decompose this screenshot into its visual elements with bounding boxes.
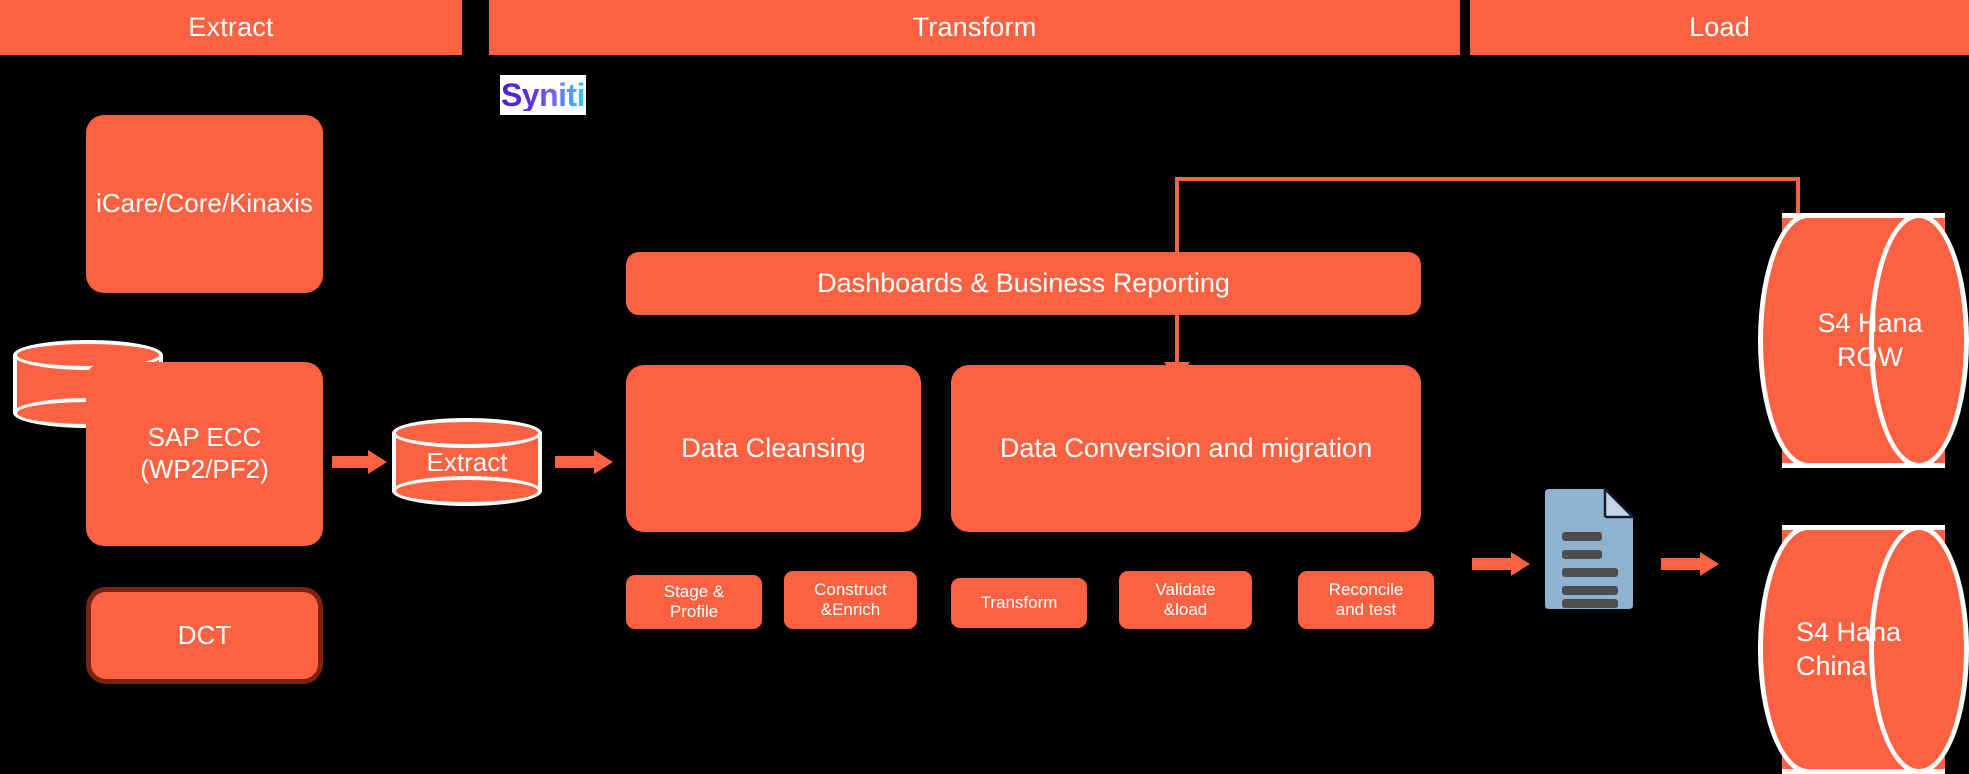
syniti-logo-text: Syniti — [500, 77, 586, 113]
arrow-shaft — [1472, 558, 1511, 570]
phase-header-transform-label: Transform — [912, 12, 1037, 42]
chip-line2: and test — [1335, 600, 1397, 619]
database-cylinder-icon-extract[interactable]: Extract — [392, 418, 542, 506]
arrow-head — [594, 450, 613, 474]
phase-header-transform: Transform — [489, 0, 1460, 55]
arrow-shaft — [332, 456, 368, 468]
chip-line1: Reconcile — [1328, 579, 1404, 599]
chip-line2: &load — [1163, 600, 1208, 619]
target-line2: ROW — [1837, 341, 1903, 372]
flow-arrow-icon-transform-to-document — [1472, 552, 1530, 576]
target-database-s4-hana-china[interactable]: S4 Hana China — [1758, 525, 1969, 774]
data-conversion-label: Data Conversion and migration — [999, 433, 1373, 464]
data-cleansing-label: Data Cleansing — [681, 433, 866, 464]
cylinder-top — [392, 418, 542, 448]
step-chip-transform[interactable]: Transform — [951, 578, 1087, 628]
chip-line2: Profile — [669, 602, 719, 621]
transform-box-data-cleansing[interactable]: Data Cleansing — [626, 365, 921, 532]
flow-arrow-icon-sap-to-extract — [332, 450, 387, 474]
target-label-s4-hana-china: S4 Hana China — [1782, 525, 1932, 774]
target-database-s4-hana-row[interactable]: S4 Hana ROW — [1758, 213, 1969, 468]
arrow-head — [1511, 552, 1530, 576]
syniti-logo: Syniti — [500, 75, 586, 115]
step-chip-reconcile-test-label: Reconcile and test — [1329, 580, 1404, 621]
arrow-head — [368, 450, 387, 474]
target-label-s4-hana-row: S4 Hana ROW — [1782, 213, 1958, 468]
target-line1: S4 Hana — [1796, 616, 1902, 647]
cylinder-right-cap — [1869, 525, 1969, 774]
phase-header-extract-label: Extract — [188, 12, 274, 42]
step-chip-construct-enrich[interactable]: Construct &Enrich — [784, 571, 917, 629]
arrow-shaft — [1661, 558, 1700, 570]
dashboards-label: Dashboards & Business Reporting — [817, 268, 1230, 299]
chip-line1: Stage & — [663, 581, 725, 601]
arrow-head — [1700, 552, 1719, 576]
transform-box-dashboards-reporting[interactable]: Dashboards & Business Reporting — [626, 252, 1421, 315]
source-box-icare-label: iCare/Core/Kinaxis — [96, 188, 313, 219]
extract-store-label: Extract — [426, 446, 508, 477]
chip-line1: Validate — [1155, 579, 1216, 599]
source-box-sap-ecc-label: SAP ECC (WP2/PF2) — [140, 422, 269, 485]
step-chip-validate-load-label: Validate &load — [1155, 580, 1215, 621]
cylinder-bottom — [392, 476, 542, 506]
flow-arrow-icon-document-to-target — [1661, 552, 1719, 576]
sap-ecc-line2: (WP2/PF2) — [140, 454, 269, 484]
step-chip-transform-label: Transform — [980, 592, 1058, 612]
arrow-shaft — [555, 456, 594, 468]
connector-vertical-right-segment — [1796, 177, 1800, 213]
step-chip-stage-profile-label: Stage & Profile — [664, 582, 725, 623]
step-chip-reconcile-test[interactable]: Reconcile and test — [1298, 571, 1434, 629]
document-icon — [1541, 485, 1637, 611]
source-box-dct-label: DCT — [177, 619, 232, 650]
phase-header-extract: Extract — [0, 0, 462, 55]
sap-ecc-line1: SAP ECC — [147, 422, 262, 453]
transform-box-data-conversion[interactable]: Data Conversion and migration — [951, 365, 1421, 532]
step-chip-construct-enrich-label: Construct &Enrich — [814, 580, 887, 621]
target-line2: China — [1796, 650, 1867, 681]
phase-header-load-label: Load — [1689, 12, 1750, 42]
cylinder-right-cap — [1869, 213, 1969, 468]
phase-header-load: Load — [1470, 0, 1969, 55]
chip-line2: &Enrich — [820, 600, 881, 619]
chip-line1: Construct — [814, 579, 887, 599]
source-box-icare-core-kinaxis[interactable]: iCare/Core/Kinaxis — [86, 115, 323, 293]
step-chip-stage-profile[interactable]: Stage & Profile — [626, 575, 762, 629]
source-box-sap-ecc[interactable]: SAP ECC (WP2/PF2) — [86, 362, 323, 546]
source-box-dct[interactable]: DCT — [86, 587, 323, 684]
connector-horizontal-segment — [1175, 177, 1800, 181]
target-line1: S4 Hana — [1817, 307, 1923, 338]
flow-arrow-icon-extract-to-transform — [555, 450, 613, 474]
step-chip-validate-load[interactable]: Validate &load — [1119, 571, 1252, 629]
